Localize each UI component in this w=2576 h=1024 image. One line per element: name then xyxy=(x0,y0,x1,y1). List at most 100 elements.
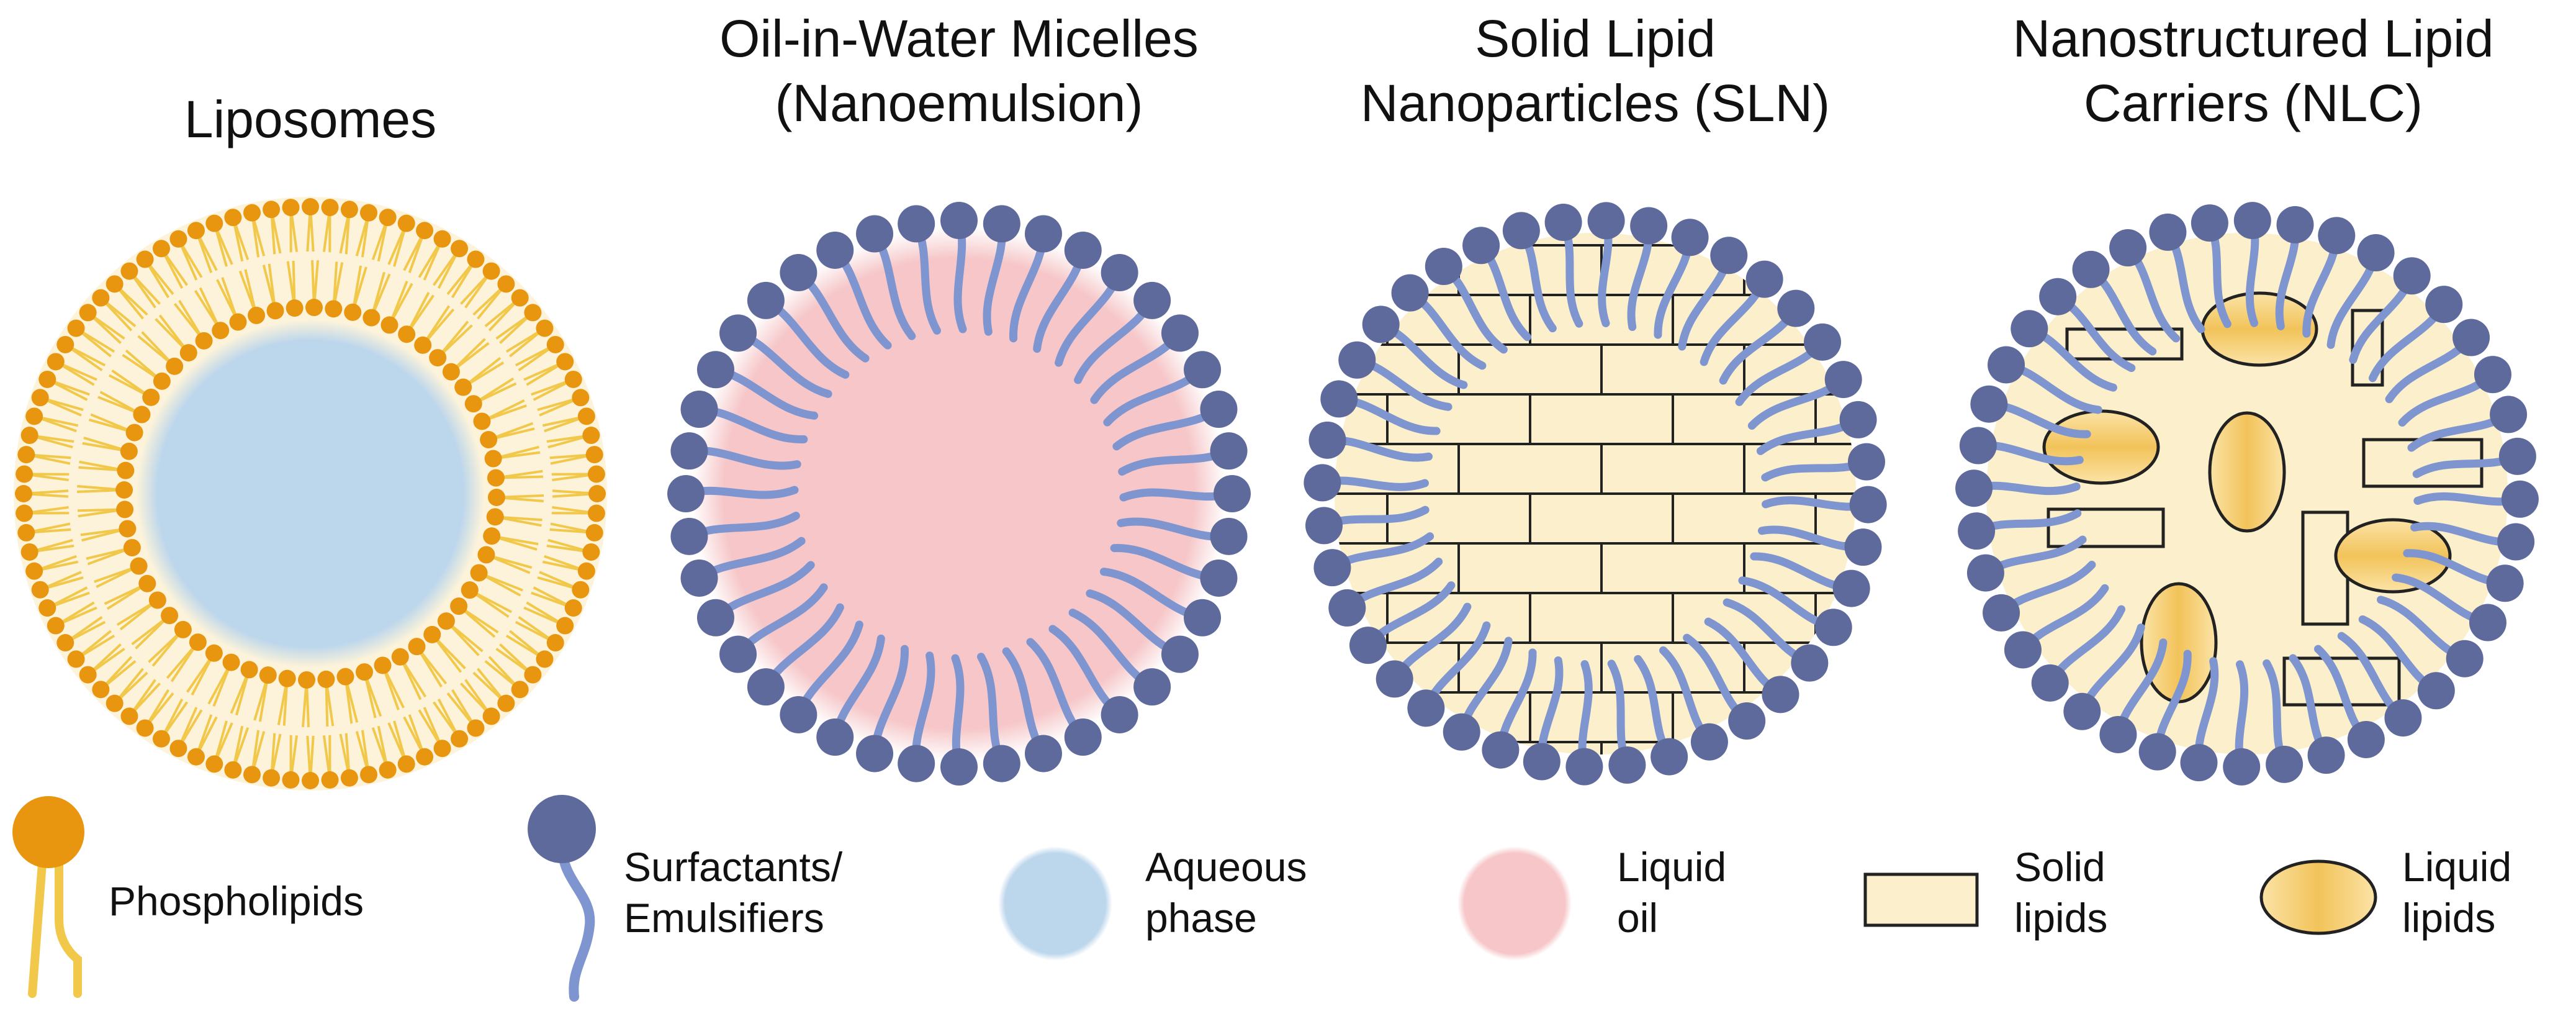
phospholipid-head xyxy=(38,599,56,617)
solid-lipid-brick xyxy=(1601,345,1744,394)
phospholipid-head xyxy=(483,263,500,280)
phospholipid-head xyxy=(120,443,138,460)
surfactant-icon xyxy=(528,795,596,997)
phospholipid-head xyxy=(524,304,541,321)
surfactant-head xyxy=(667,475,705,512)
surfactant-head xyxy=(1825,361,1862,398)
surfactant-head xyxy=(2004,631,2042,668)
surfactant-head xyxy=(2308,736,2345,774)
phospholipid-head xyxy=(356,663,373,681)
surfactant-head xyxy=(2384,699,2421,736)
phospholipid-head xyxy=(212,322,229,339)
phospholipid-head xyxy=(473,412,490,430)
surfactant-head xyxy=(1184,599,1221,637)
phospholipid-head xyxy=(137,251,154,268)
surfactant-head xyxy=(1791,645,1828,682)
surfactant-head xyxy=(2277,206,2314,243)
surfactant-head xyxy=(1338,342,1376,379)
phospholipid-head xyxy=(116,501,133,518)
surfactant-head xyxy=(2499,438,2536,475)
solid-lipid-brick xyxy=(1744,742,1887,792)
surfactant-head xyxy=(2039,278,2076,315)
phospholipid-head xyxy=(117,462,134,479)
phospholipid-head xyxy=(153,730,170,748)
surfactant-head xyxy=(1425,248,1462,285)
phospholipid-head xyxy=(174,621,192,638)
legend-solid-lipids-line1: Solid xyxy=(2014,841,2107,892)
legend-surfactants: Surfactants/ Emulsifiers xyxy=(624,841,842,943)
phospholipid-head xyxy=(414,337,431,354)
solid-lipid-brick xyxy=(1530,494,1673,543)
phospholipid-head xyxy=(282,199,299,216)
liquid-lipid-droplet xyxy=(2210,413,2284,531)
surfactant-head xyxy=(816,718,853,756)
phospholipid-head xyxy=(363,309,380,327)
phospholipid-head xyxy=(263,769,280,787)
phospholipid-head xyxy=(15,485,32,502)
phospholipid-head xyxy=(279,670,296,687)
surfactant-head xyxy=(1630,207,1667,245)
surfactant-head xyxy=(1210,518,1248,555)
surfactant-head xyxy=(1565,748,1603,786)
surfactant-head xyxy=(2318,217,2355,254)
phospholipid-head xyxy=(142,389,160,406)
phospholipid-head xyxy=(511,289,529,307)
surfactant-head xyxy=(1184,351,1221,388)
phospholipid-head xyxy=(336,668,354,686)
surfactant-head xyxy=(681,391,718,428)
surfactant-head xyxy=(940,202,978,239)
surfactant-head xyxy=(1988,346,2025,383)
surfactant-head xyxy=(2011,310,2048,347)
phospholipid-head xyxy=(17,524,35,541)
phospholipid-head xyxy=(137,719,154,736)
surfactant-head xyxy=(1133,282,1171,319)
phospholipid-head xyxy=(267,302,284,319)
phospholipid-head xyxy=(480,431,497,448)
phospholipid-head xyxy=(189,633,207,651)
surfactant-head xyxy=(2063,693,2101,730)
surfactant-head xyxy=(1970,386,2007,423)
title-micelles-line1: Oil-in-Water Micelles xyxy=(649,6,1269,71)
surfactant-head xyxy=(1848,443,1885,481)
title-nlc: Nanostructured Lipid Carriers (NLC) xyxy=(1943,6,2564,135)
surfactant-head xyxy=(2487,564,2524,602)
legend-liquid-lipids-line1: Liquid xyxy=(2402,841,2511,892)
phospholipid-head xyxy=(344,304,361,321)
solid-lipid-brick xyxy=(1673,593,1816,643)
phospholipid-head xyxy=(487,469,505,487)
surfactant-head xyxy=(1777,290,1814,327)
phospholipid-head xyxy=(477,546,495,563)
surfactant-head xyxy=(2502,481,2539,518)
phospholipid-head xyxy=(120,263,138,280)
surfactant-head xyxy=(719,636,757,673)
title-nlc-line2: Carriers (NLC) xyxy=(1943,71,2564,135)
surfactant-head xyxy=(719,314,757,351)
phospholipid-head xyxy=(47,353,65,370)
surfactant-head xyxy=(747,668,785,705)
phospholipid-head xyxy=(119,520,136,537)
phospholipid-head xyxy=(16,505,33,522)
phospholipid-head xyxy=(572,581,589,599)
phospholipid-head xyxy=(467,251,484,268)
phospholipid-head xyxy=(398,215,415,232)
phospholipid-head xyxy=(153,240,170,257)
surfactant-head xyxy=(2032,664,2069,702)
phospholipid-head xyxy=(392,648,409,666)
surfactant-head xyxy=(1065,232,1102,269)
surfactant-head xyxy=(1651,738,1688,776)
phospholipid-head xyxy=(483,707,500,725)
phospholipid-head xyxy=(322,771,339,789)
phospholipid-head xyxy=(588,505,605,522)
phospholipid-head xyxy=(92,681,109,698)
surfactant-head xyxy=(1376,660,1413,697)
liquid-oil-icon xyxy=(1457,846,1572,961)
surfactant-head xyxy=(2099,716,2137,753)
surfactant-head xyxy=(856,215,893,253)
surfactant-head xyxy=(2490,396,2527,433)
phospholipid-head xyxy=(223,654,240,671)
surfactant-head xyxy=(1101,254,1138,291)
surfactant-head xyxy=(2266,746,2303,783)
surfactant-head xyxy=(780,696,817,733)
phospholipid-head xyxy=(68,650,85,668)
phospholipid-head xyxy=(106,695,124,712)
